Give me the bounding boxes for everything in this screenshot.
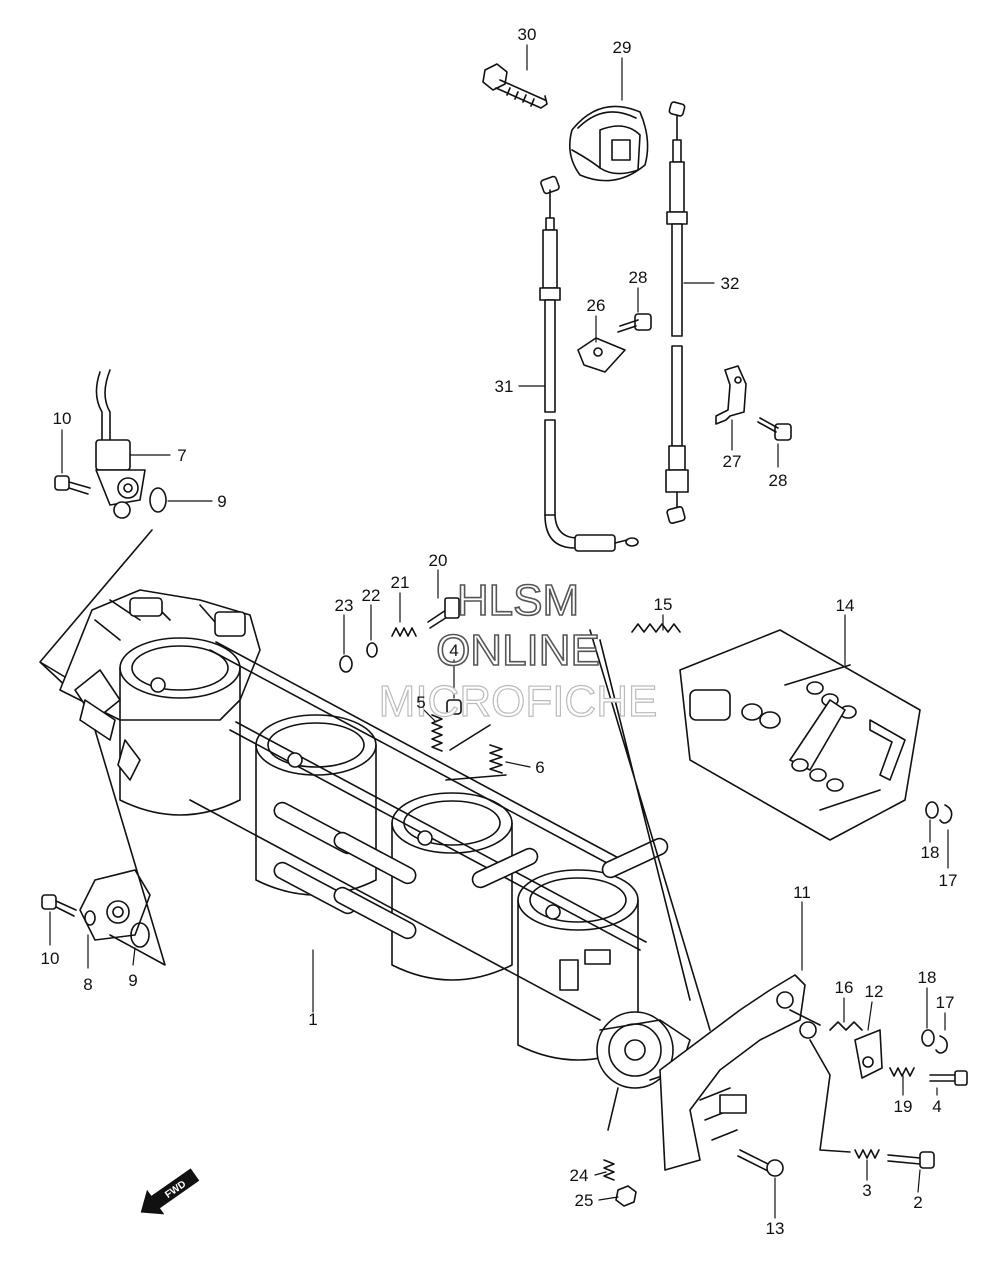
callout-7: 7 — [177, 446, 186, 465]
watermark-line-1: HLSM — [457, 576, 579, 625]
spring-part-5 — [431, 714, 443, 752]
sensor-part-8 — [79, 869, 151, 941]
watermark: HLSM ONLINE MICROFICHE — [378, 575, 658, 726]
oring-part-9-lower — [130, 922, 150, 948]
clip-part-17-upper — [939, 804, 953, 824]
callout-19: 19 — [894, 1097, 913, 1116]
callout-17-lower: 17 — [936, 993, 955, 1012]
callout-4-lower: 4 — [932, 1097, 941, 1116]
bolt-part-28-upper — [617, 313, 652, 333]
callout-5: 5 — [416, 693, 425, 712]
throttle-body-part-1 — [59, 589, 691, 1131]
screw-part-10-upper — [54, 475, 91, 495]
callout-23: 23 — [335, 596, 354, 615]
callout-9-upper: 9 — [217, 492, 226, 511]
callout-18-lower: 18 — [918, 968, 937, 987]
screw-part-4-upper — [446, 699, 462, 715]
callout-24: 24 — [570, 1166, 589, 1185]
bolt-part-28-lower — [757, 417, 792, 441]
callout-16: 16 — [835, 978, 854, 997]
grommet-part-29 — [569, 105, 649, 182]
spring-part-24 — [603, 1159, 615, 1181]
washer-part-18-lower — [921, 1029, 935, 1047]
washer-part-18-upper — [925, 801, 939, 819]
screw-part-10-lower — [41, 894, 77, 917]
leader-sensor-lower — [94, 729, 166, 966]
callout-20: 20 — [429, 551, 448, 570]
callout-31: 31 — [495, 377, 514, 396]
spring-part-6 — [445, 724, 507, 781]
sensor-part-7 — [95, 369, 146, 519]
callout-13: 13 — [766, 1219, 785, 1238]
spring-part-15 — [589, 623, 711, 1031]
oring-part-9-upper — [149, 487, 167, 513]
bracket-part-11 — [659, 974, 821, 1171]
cable-part-32 — [665, 101, 689, 524]
screw-part-4-lower — [929, 1070, 968, 1086]
screw-part-2 — [887, 1151, 935, 1169]
linkage-kit-part-14 — [679, 629, 921, 841]
spring-part-16 — [829, 1021, 863, 1031]
forward-arrow-icon: FWD — [140, 1168, 200, 1215]
bracket-part-26 — [577, 337, 626, 373]
callout-26: 26 — [587, 296, 606, 315]
callout-6: 6 — [535, 758, 544, 777]
callout-leaders — [49, 44, 949, 1219]
bolt-part-13 — [737, 1149, 784, 1177]
callout-30: 30 — [518, 25, 537, 44]
bolt-part-30 — [482, 63, 548, 109]
spring-part-19 — [889, 1067, 915, 1077]
callout-27: 27 — [723, 452, 742, 471]
callout-18-upper: 18 — [921, 843, 940, 862]
lever-part-12 — [854, 1029, 883, 1079]
callout-9-lower: 9 — [128, 971, 137, 990]
washer-part-23 — [339, 655, 353, 673]
callout-10-lower: 10 — [41, 949, 60, 968]
nut-part-25 — [615, 1185, 637, 1207]
bracket-part-27 — [715, 365, 747, 425]
callout-2: 2 — [913, 1193, 922, 1212]
leader-lever-lower — [809, 1039, 851, 1153]
cable-part-31 — [539, 175, 639, 552]
callout-10-upper: 10 — [53, 409, 72, 428]
callout-4-upper: 4 — [449, 641, 458, 660]
callout-32: 32 — [721, 274, 740, 293]
callout-3: 3 — [862, 1181, 871, 1200]
callout-14: 14 — [836, 596, 855, 615]
watermark-line-3: MICROFICHE — [379, 677, 658, 726]
washer-part-22 — [366, 642, 378, 658]
callout-8: 8 — [83, 975, 92, 994]
callout-21: 21 — [391, 573, 410, 592]
screw-part-20 — [427, 597, 460, 629]
callout-12: 12 — [865, 982, 884, 1001]
callout-22: 22 — [362, 586, 381, 605]
callout-labels: 30 29 28 26 32 31 27 28 10 7 9 20 21 22 … — [41, 25, 958, 1238]
callout-1: 1 — [308, 1010, 317, 1029]
clip-part-17-lower — [935, 1035, 948, 1054]
callout-28-upper: 28 — [629, 268, 648, 287]
callout-25: 25 — [575, 1191, 594, 1210]
callout-15: 15 — [654, 595, 673, 614]
spring-part-3 — [854, 1149, 880, 1159]
spring-part-21 — [391, 627, 417, 637]
callout-29: 29 — [613, 38, 632, 57]
callout-28-lower: 28 — [769, 471, 788, 490]
callout-11: 11 — [793, 883, 811, 902]
callout-17-upper: 17 — [939, 871, 958, 890]
watermark-line-2: ONLINE — [436, 626, 600, 675]
